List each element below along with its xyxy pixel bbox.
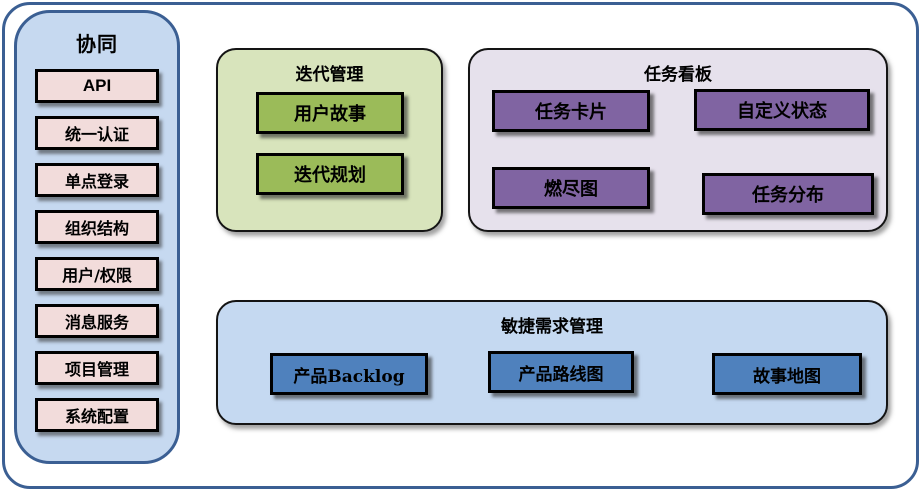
- agile-requirements-title: 敏捷需求管理: [501, 317, 603, 336]
- sidebar-item-org-structure: 组织结构: [35, 210, 159, 244]
- sidebar-item-system-config: 系统配置: [35, 398, 159, 432]
- block-task-distribution: 任务分布: [702, 173, 874, 215]
- block-burndown-chart: 燃尽图: [492, 167, 650, 209]
- task-kanban-panel: 任务看板 任务卡片 自定义状态 燃尽图 任务分布: [468, 48, 888, 232]
- collaboration-sidebar: 协同 API 统一认证 单点登录 组织结构 用户/权限 消息服务 项目管理 系统…: [14, 10, 180, 464]
- sidebar-item-user-permissions: 用户/权限: [35, 257, 159, 291]
- block-product-backlog: 产品Backlog: [270, 353, 428, 395]
- block-product-roadmap: 产品路线图: [488, 351, 634, 393]
- agile-requirements-panel: 敏捷需求管理 产品Backlog 产品路线图 故事地图: [216, 300, 888, 425]
- block-custom-status: 自定义状态: [694, 89, 870, 131]
- block-user-story: 用户故事: [256, 92, 404, 134]
- sidebar-item-api: API: [35, 69, 159, 103]
- sidebar-item-sso: 单点登录: [35, 163, 159, 197]
- sidebar-item-unified-auth: 统一认证: [35, 116, 159, 150]
- sidebar-item-message-service: 消息服务: [35, 304, 159, 338]
- block-task-card: 任务卡片: [492, 90, 650, 132]
- block-iteration-planning: 迭代规划: [256, 153, 404, 195]
- collaboration-sidebar-title: 协同: [76, 34, 118, 56]
- iteration-management-title: 迭代管理: [295, 65, 364, 84]
- sidebar-item-project-management: 项目管理: [35, 351, 159, 385]
- block-story-map: 故事地图: [712, 353, 862, 395]
- collaboration-sidebar-items: API 统一认证 单点登录 组织结构 用户/权限 消息服务 项目管理 系统配置: [17, 69, 177, 432]
- iteration-management-panel: 迭代管理 用户故事 迭代规划: [216, 48, 443, 232]
- task-kanban-title: 任务看板: [644, 65, 712, 84]
